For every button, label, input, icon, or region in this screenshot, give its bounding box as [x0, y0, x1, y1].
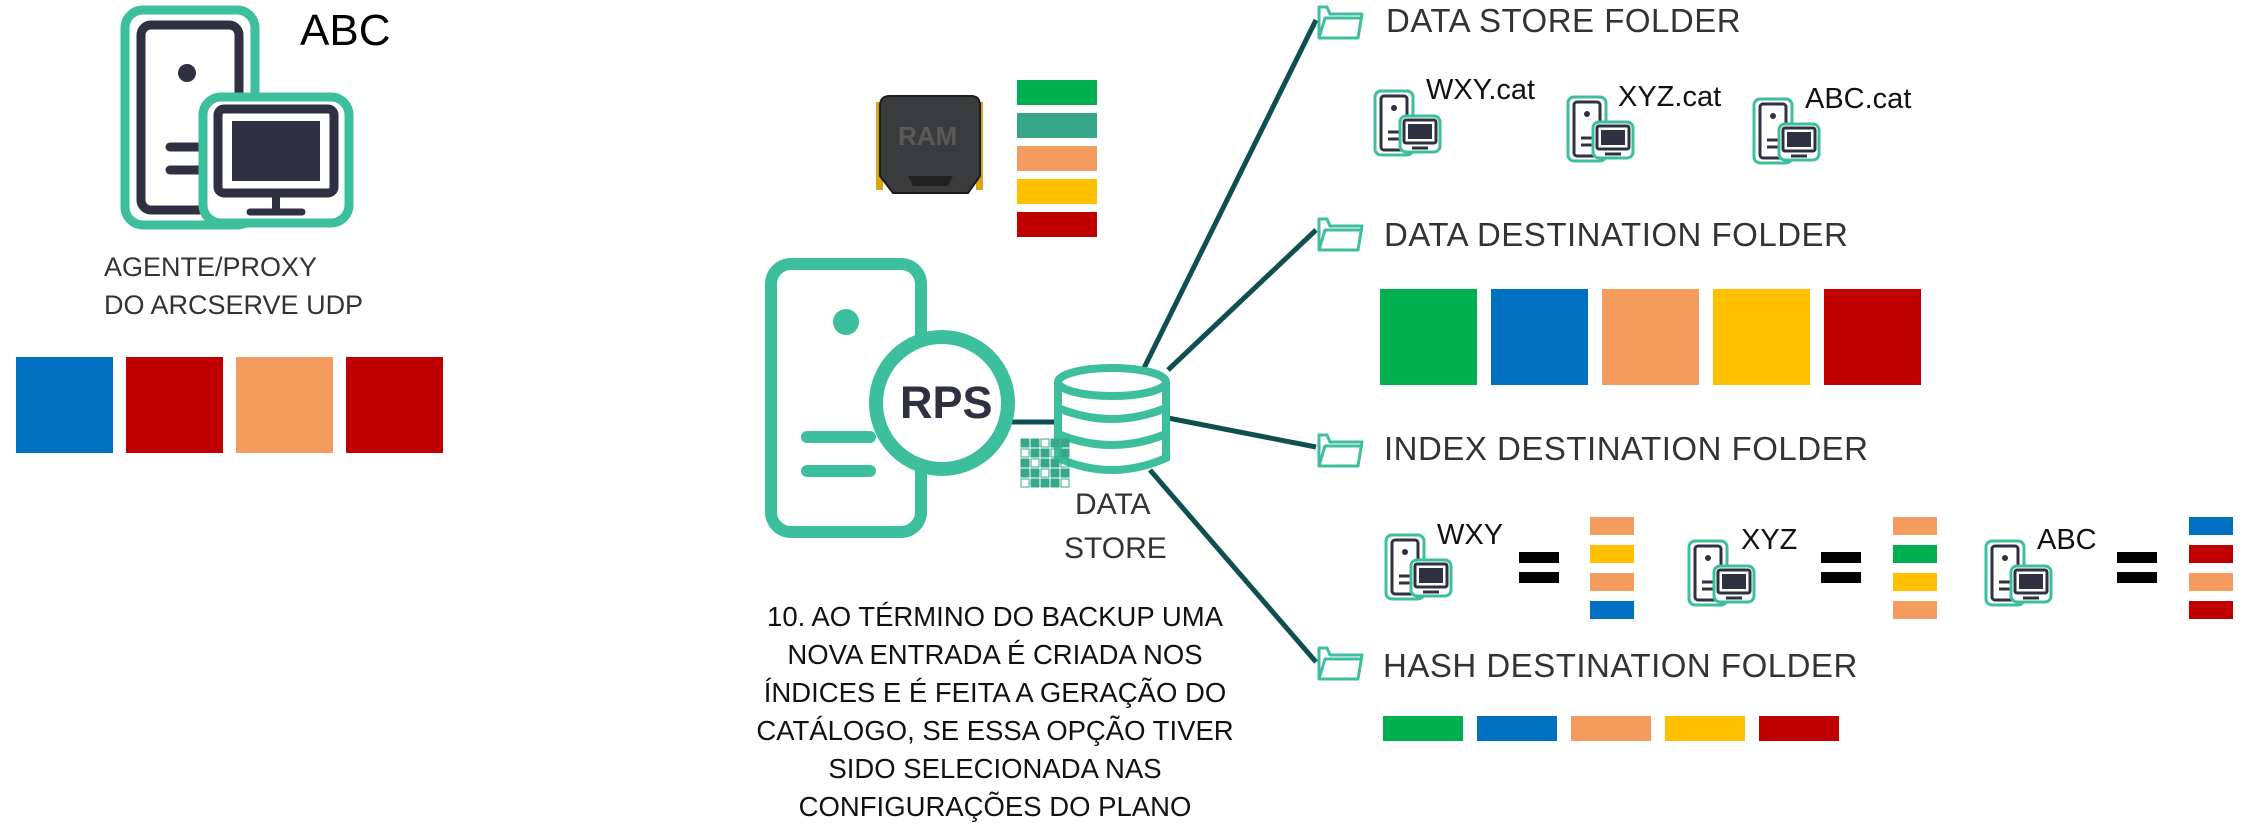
caption-line: CONFIGURAÇÕES DO PLANO	[798, 791, 1192, 822]
connector-to-data-store-folder	[1140, 18, 1319, 372]
ram-block-yellow	[1017, 179, 1097, 204]
rps-label: RPS	[900, 377, 993, 428]
ram-block-orange	[1017, 146, 1097, 171]
index-label-xyz: XYZ	[1741, 524, 1798, 556]
equals-sign	[1821, 552, 1861, 584]
ram-chip-icon	[876, 95, 983, 194]
ram-block-green	[1017, 80, 1097, 105]
hash-block-green	[1383, 716, 1463, 741]
catalog-label-xyz: XYZ.cat	[1618, 81, 1722, 113]
index-block-orange	[1590, 517, 1634, 535]
index-block-orange	[1893, 601, 1937, 619]
data-destination-block-yellow	[1713, 289, 1810, 385]
caption-line: CATÁLOGO, SE ESSA OPÇÃO TIVER	[756, 715, 1234, 746]
agent-block-blue	[16, 357, 113, 453]
index-block-yellow	[1893, 573, 1937, 591]
index-destination-folder-title: INDEX DESTINATION FOLDER	[1384, 430, 1869, 467]
index-block-orange	[1590, 573, 1634, 591]
index-block-blue	[2189, 517, 2233, 535]
connector-to-data-destination-folder	[1166, 228, 1318, 372]
ram-block-teal	[1017, 113, 1097, 138]
data-store-label-line1: DATA	[1075, 488, 1151, 521]
data-destination-folder-title: DATA DESTINATION FOLDER	[1384, 216, 1849, 253]
caption-line: 10. AO TÉRMINO DO BACKUP UMA	[767, 601, 1223, 632]
caption-line: NOVA ENTRADA É CRIADA NOS	[787, 639, 1203, 670]
agent-label-line2: DO ARCSERVE UDP	[104, 290, 364, 320]
caption-line: ÍNDICES E É FEITA A GERAÇÃO DO	[763, 677, 1227, 708]
index-block-orange	[1893, 517, 1937, 535]
data-store-label-line2: STORE	[1064, 532, 1167, 565]
agent-server-icon	[120, 5, 354, 230]
data-destination-block-red	[1824, 289, 1921, 385]
hash-block-red	[1759, 716, 1839, 741]
catalog-label-wxy: WXY.cat	[1426, 74, 1536, 106]
index-block-red	[2189, 601, 2233, 619]
agent-block-red	[346, 357, 443, 453]
hash-block-yellow	[1665, 716, 1745, 741]
data-destination-block-blue	[1491, 289, 1588, 385]
hash-block-orange	[1571, 716, 1651, 741]
ram-block-red	[1017, 212, 1097, 237]
agent-label-line1: AGENTE/PROXY	[104, 252, 318, 282]
deduplication-grid-icon	[1020, 438, 1070, 488]
hash-block-blue	[1477, 716, 1557, 741]
hash-destination-folder-title: HASH DESTINATION FOLDER	[1383, 647, 1858, 684]
agent-name: ABC	[300, 6, 391, 55]
index-block-orange	[2189, 573, 2233, 591]
equals-sign	[2117, 552, 2157, 584]
index-block-green	[1893, 545, 1937, 563]
agent-block-red	[126, 357, 223, 453]
ram-label: RAM	[898, 121, 958, 151]
index-block-blue	[1590, 601, 1634, 619]
index-block-red	[2189, 545, 2233, 563]
connector-to-hash-destination-folder	[1148, 468, 1318, 664]
data-destination-block-orange	[1602, 289, 1699, 385]
equals-sign	[1519, 552, 1559, 584]
step-caption: 10. AO TÉRMINO DO BACKUP UMA NOVA ENTRADA…	[755, 598, 1235, 826]
catalog-label-abc: ABC.cat	[1805, 83, 1912, 115]
agent-block-orange	[236, 357, 333, 453]
index-block-yellow	[1590, 545, 1634, 563]
index-label-wxy: WXY	[1437, 519, 1504, 551]
data-store-folder-title: DATA STORE FOLDER	[1386, 2, 1742, 39]
index-label-abc: ABC	[2037, 524, 2097, 556]
rps-server-icon	[765, 258, 1015, 538]
connector-to-index-destination-folder	[1167, 415, 1317, 450]
data-destination-block-green	[1380, 289, 1477, 385]
caption-line: SIDO SELECIONADA NAS	[828, 753, 1162, 784]
data-store-database-icon	[1054, 364, 1170, 474]
